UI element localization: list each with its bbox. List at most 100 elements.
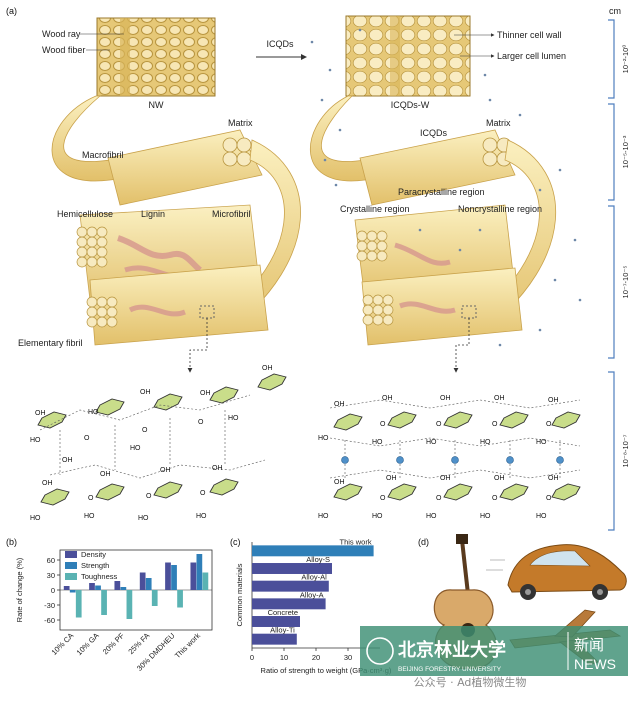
watermark-school-cn: 北京林业大学 [398,639,506,661]
svg-text:O: O [436,421,442,428]
svg-text:O: O [492,421,498,428]
svg-text:HO: HO [318,435,329,442]
icqds-w-caption: ICQDs-W [391,100,430,110]
icqds-label: ICQDs [420,128,448,138]
university-watermark: 北京林业大学 BEIJING FORESTRY UNIVERSITY 新闻 NE… [360,626,628,676]
bar-label: This work [340,537,372,546]
svg-text:OH: OH [494,475,505,482]
svg-text:HO: HO [84,513,95,520]
svg-text:OH: OH [42,480,53,487]
bar-label: Alloy-Al [301,573,327,582]
crystalline-label: Crystalline region [340,204,410,214]
panel-c-label: (c) [230,537,241,547]
bar-strength [120,587,127,590]
nw-wood-block [96,17,216,97]
noncrystalline-label: Noncrystalline region [458,204,542,214]
bar [252,580,329,592]
left-matrix-label: Matrix [228,118,253,128]
svg-text:O: O [380,421,386,428]
legend-label: Density [81,550,106,559]
svg-text:OH: OH [334,479,345,486]
svg-text:HO: HO [130,445,141,452]
svg-text:HO: HO [426,513,437,520]
watermark-news-en: NEWS [574,656,616,672]
svg-text:O: O [380,495,386,502]
bar-toughness [126,590,133,619]
university-seal-icon [366,637,394,665]
watermark-account: 公众号 · Ad植物微生物 [414,675,527,689]
x-axis-label: Ratio of strength to weight (GPa·cm³·g) [261,666,392,675]
bar [252,616,300,627]
bar-label: Concrete [268,608,298,617]
svg-text:HO: HO [318,513,329,520]
bar-toughness [202,572,209,590]
x-tick-label: 10 [280,653,288,662]
right-fibril-hierarchy [310,28,582,373]
svg-text:O: O [84,435,90,442]
paracrystalline-label: Paracrystalline region [398,187,485,197]
panel-a-label: (a) [6,6,17,16]
legend-swatch [65,562,77,569]
svg-text:HO: HO [138,515,149,522]
watermark-news-cn: 新闻 [574,636,604,654]
bar-density [114,581,121,590]
bar [252,545,374,557]
svg-text:HO: HO [372,439,383,446]
svg-text:OH: OH [160,467,171,474]
y-tick-label: -30 [44,601,55,610]
right-matrix-label: Matrix [486,118,511,128]
larger-lumen-label: Larger cell lumen [497,51,566,61]
y-tick-label: 60 [47,556,55,565]
svg-text:HO: HO [30,515,41,522]
svg-text:OH: OH [35,410,46,417]
wood-fiber-label: Wood fiber [42,45,85,55]
svg-text:HO: HO [196,513,207,520]
bar-density [63,586,70,590]
icqds-w-wood-block [345,15,471,97]
x-tick-label: 10% CA [50,631,76,657]
legend-label: Strength [81,561,109,570]
bar [252,598,326,610]
icqds-arrow-label: ICQDs [267,39,295,49]
svg-text:HO: HO [30,437,41,444]
watermark-school-en: BEIJING FORESTRY UNIVERSITY [398,666,502,673]
bar-label: Alloy-Ti [270,626,295,635]
svg-text:O: O [200,490,206,497]
bar-density [139,572,146,590]
scale-range-3: 10⁻⁷-10⁻⁵ [621,266,630,299]
svg-text:O: O [198,419,204,426]
svg-text:O: O [88,495,94,502]
svg-text:OH: OH [100,471,111,478]
x-tick-label: 30 [344,653,352,662]
microfibril-label: Microfibril [212,209,251,219]
legend-label: Toughness [81,572,118,581]
bar-strength [95,585,101,590]
svg-text:OH: OH [262,365,273,372]
bar-strength [145,578,152,590]
panel-b-label: (b) [6,537,17,547]
panel-d-label: (d) [418,537,429,547]
x-tick-label: 0 [250,653,254,662]
scale-bar: cm 10⁻²-10⁰ 10⁻⁵-10⁻³ 10⁻⁷-10⁻⁵ 10⁻⁸-10⁻… [608,6,630,531]
left-fibril-hierarchy [51,95,301,373]
svg-text:OH: OH [334,401,345,408]
bar [252,563,332,574]
svg-text:OH: OH [62,457,73,464]
svg-text:OH: OH [382,395,393,402]
svg-text:HO: HO [228,415,239,422]
hemicellulose-label: Hemicellulose [57,209,113,219]
right-cellulose-chains [329,399,581,501]
legend-swatch [65,551,77,558]
bar-strength [196,554,203,590]
svg-text:O: O [142,427,148,434]
svg-text:O: O [492,495,498,502]
wood-ray-label: Wood ray [42,29,81,39]
x-tick-label: 10% GA [75,631,101,657]
x-tick-label: 20 [312,653,320,662]
svg-text:OH: OH [440,475,451,482]
bar-label: Alloy-A [300,590,324,599]
macrofibril-label: Macrofibril [82,150,124,160]
